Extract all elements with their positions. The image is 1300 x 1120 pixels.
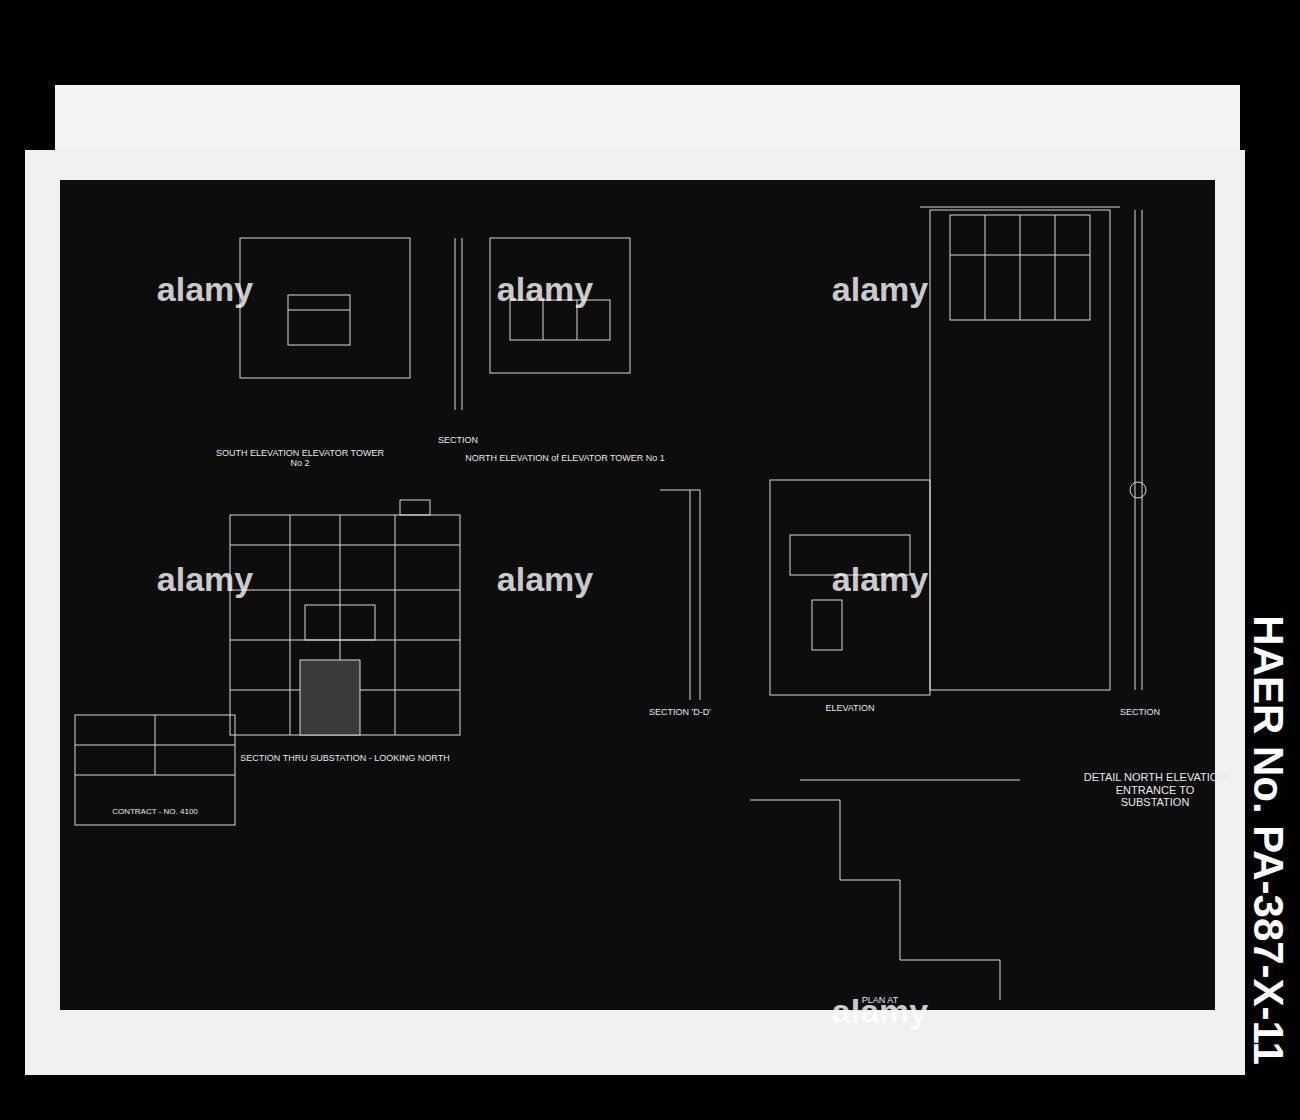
view-title: SECTION THRU SUBSTATION - LOOKING NORTH — [225, 753, 465, 763]
watermark: alamy — [475, 270, 615, 309]
view-title: SECTION 'D-D' — [635, 707, 725, 717]
view-title: SECTION — [1105, 707, 1175, 717]
watermark: alamy — [810, 992, 950, 1031]
watermark: alamy — [475, 560, 615, 599]
watermark: alamy — [810, 270, 950, 309]
watermark: alamy — [810, 560, 950, 599]
view-title: ELEVATION — [805, 703, 895, 713]
view-title: SECTION — [423, 435, 493, 445]
watermark: alamy — [135, 560, 275, 599]
view-title: NORTH ELEVATION of ELEVATOR TOWER No 1 — [465, 453, 665, 463]
watermark: alamy — [135, 270, 275, 309]
view-title: SOUTH ELEVATION ELEVATOR TOWER No 2 — [210, 448, 390, 469]
title-block-text: CONTRACT - NO. 4100 — [80, 807, 230, 816]
sheet-title: DETAIL NORTH ELEVATION ENTRANCE TO SUBST… — [1080, 771, 1230, 809]
haer-number: HAER No. PA-387-X-11 — [1244, 610, 1292, 1070]
